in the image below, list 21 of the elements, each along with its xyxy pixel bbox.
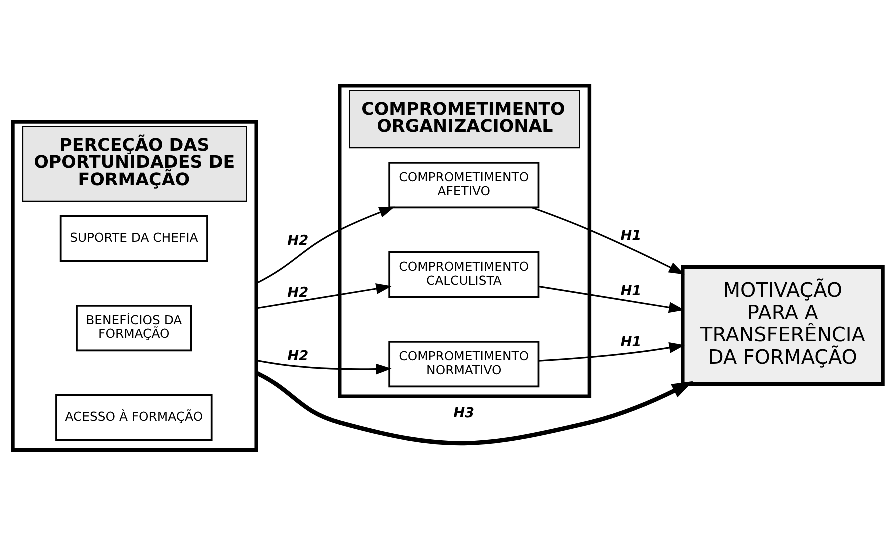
arrow: [538, 342, 686, 362]
edge-label: H3: [454, 405, 475, 422]
node-box: COMPROMETIMENTO NORMATIVO: [388, 340, 540, 388]
edge-label: H2: [288, 232, 309, 248]
edge-label: H2: [288, 284, 309, 300]
arrow: [538, 285, 685, 313]
arrow: [256, 283, 392, 309]
arrow: [256, 206, 396, 284]
edge-label: H1: [620, 227, 642, 244]
arrow: [256, 370, 694, 446]
node-box: SUPORTE DA CHEFIA: [60, 214, 208, 262]
arrow: [256, 359, 392, 374]
edge-label: H1: [620, 283, 642, 300]
node-box: BENEFÍCIOS DA FORMAÇÃO: [76, 304, 192, 352]
arrow: [532, 206, 685, 274]
node-box: ACESSO À FORMAÇÃO: [56, 394, 213, 441]
node-box: MOTIVAÇÃO PARA A TRANSFERÊNCIA DA FORMAÇÃO: [681, 265, 885, 386]
edge-label: H1: [620, 334, 642, 350]
edge-label: H2: [288, 348, 309, 364]
node-box: COMPROMETIMENTO AFETIVO: [388, 162, 540, 208]
node-box: COMPROMETIMENTO CALCULISTA: [388, 251, 540, 298]
